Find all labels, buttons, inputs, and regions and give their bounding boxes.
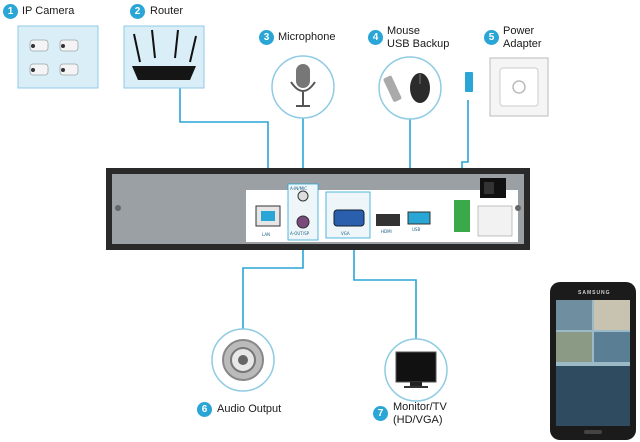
audio-output-device [211, 328, 275, 392]
label-power-adapter: Power Adapter [503, 25, 542, 50]
port-label-audio-out: A-OUT/SP [290, 231, 310, 236]
label-mouse-usb-backup: Mouse USB Backup [387, 25, 450, 50]
label-ip-camera: IP Camera [22, 5, 75, 17]
connection-lines [179, 88, 469, 340]
microphone-device [271, 55, 335, 119]
router-device [123, 25, 205, 89]
callout-badge-3: 3 [259, 30, 274, 45]
monitor-device [384, 338, 448, 402]
ip-camera-device [17, 25, 99, 89]
callout-badge-6: 6 [197, 402, 212, 417]
callout-badge-4: 4 [368, 30, 383, 45]
power-adapter-device [465, 57, 549, 117]
mouse-usb-device [378, 56, 442, 120]
callout-badge-7: 7 [373, 406, 388, 421]
callout-badge-1: 1 [3, 4, 18, 19]
smartphone-device [550, 282, 636, 440]
phone-brand: SAMSUNG [578, 290, 611, 296]
port-label-usb: USB [412, 227, 421, 232]
port-label-lan: LAN [262, 232, 271, 237]
router-lan-line [179, 88, 269, 202]
audio-out-line [242, 238, 304, 330]
nvr-back-panel [106, 168, 530, 250]
label-microphone: Microphone [278, 31, 336, 43]
port-label-audio-in: A-IN/MIC [290, 186, 308, 191]
label-router: Router [150, 5, 184, 17]
port-label-vga: VGA [341, 231, 350, 236]
label-audio-output: Audio Output [217, 403, 282, 415]
callout-badge-2: 2 [130, 4, 145, 19]
port-label-hdmi: HDMI [381, 229, 392, 234]
label-monitor-tv: Monitor/TV (HD/VGA) [393, 401, 447, 426]
vga-line [353, 238, 417, 340]
callout-badge-5: 5 [484, 30, 499, 45]
